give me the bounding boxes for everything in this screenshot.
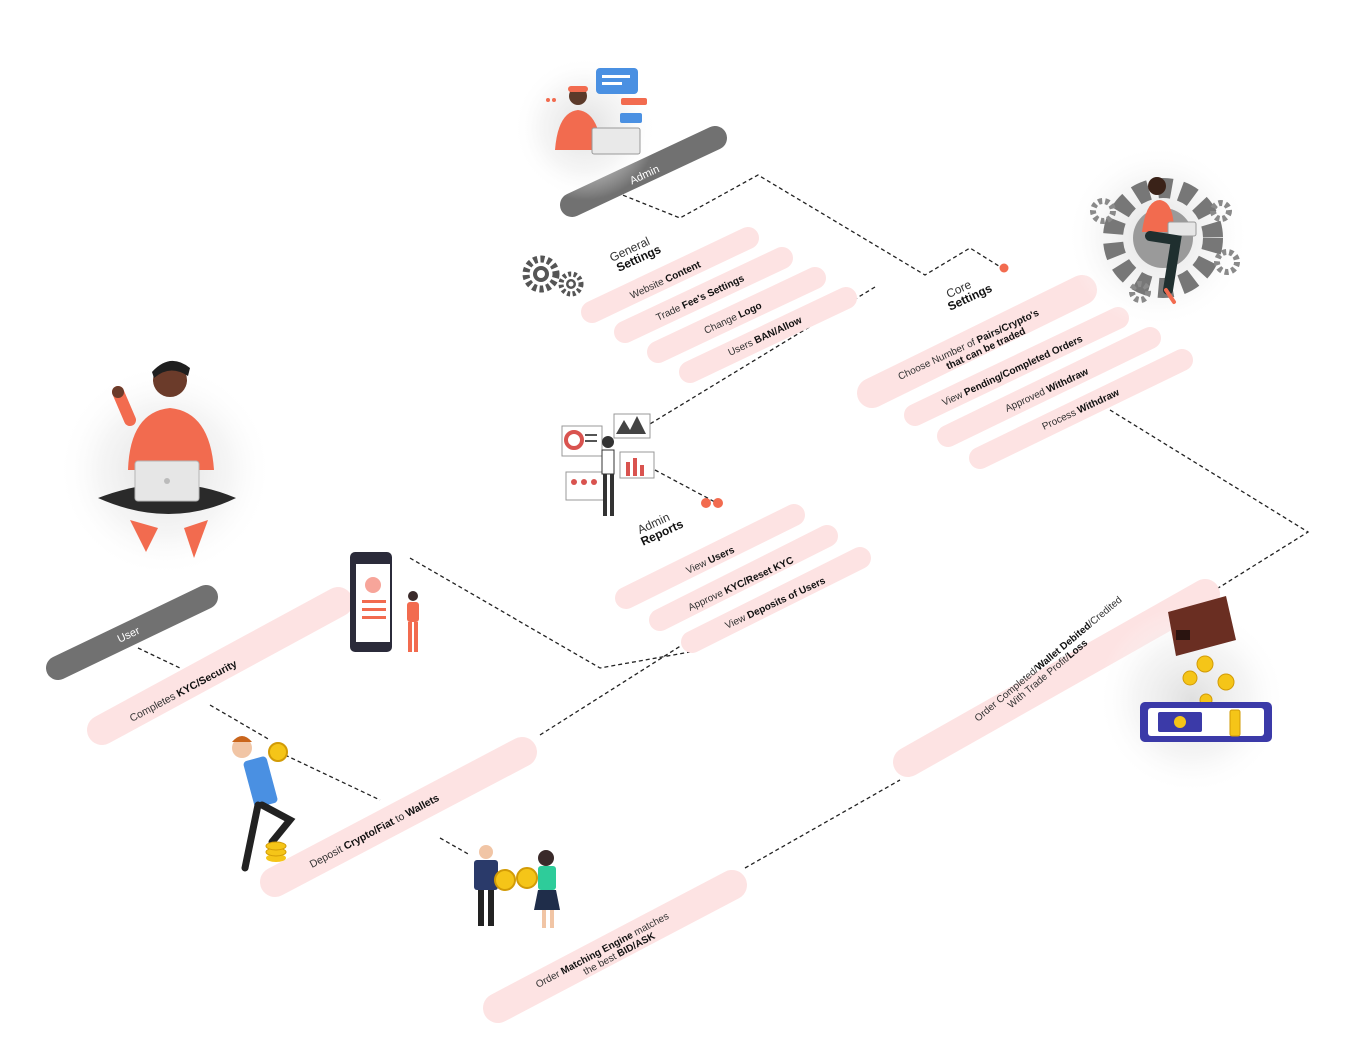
exchange-people-icon: [474, 845, 560, 928]
support-agent-icon: [513, 56, 657, 200]
gear-woman-icon: [1066, 144, 1250, 328]
analytics-board-icon: [561, 413, 655, 516]
mobile-kyc-icon: [350, 552, 419, 652]
gear-icon: [522, 255, 584, 297]
wallet-coins-icon: [1097, 596, 1287, 795]
user-bar: User: [46, 585, 218, 680]
admin-reports-section: Admin Reports View Users Approve KYC/Res…: [615, 504, 871, 653]
general-settings-section: General Settings Website Content Trade F…: [522, 227, 857, 383]
coin-holder-icon: [232, 736, 296, 872]
core-settings-section: Core Settings Choose Number of Pairs/Cry…: [857, 275, 1193, 469]
sitting-user-laptop-icon: [57, 360, 273, 578]
user-step-deposit: Deposit Crypto/Fiat to Wallets: [308, 792, 442, 871]
